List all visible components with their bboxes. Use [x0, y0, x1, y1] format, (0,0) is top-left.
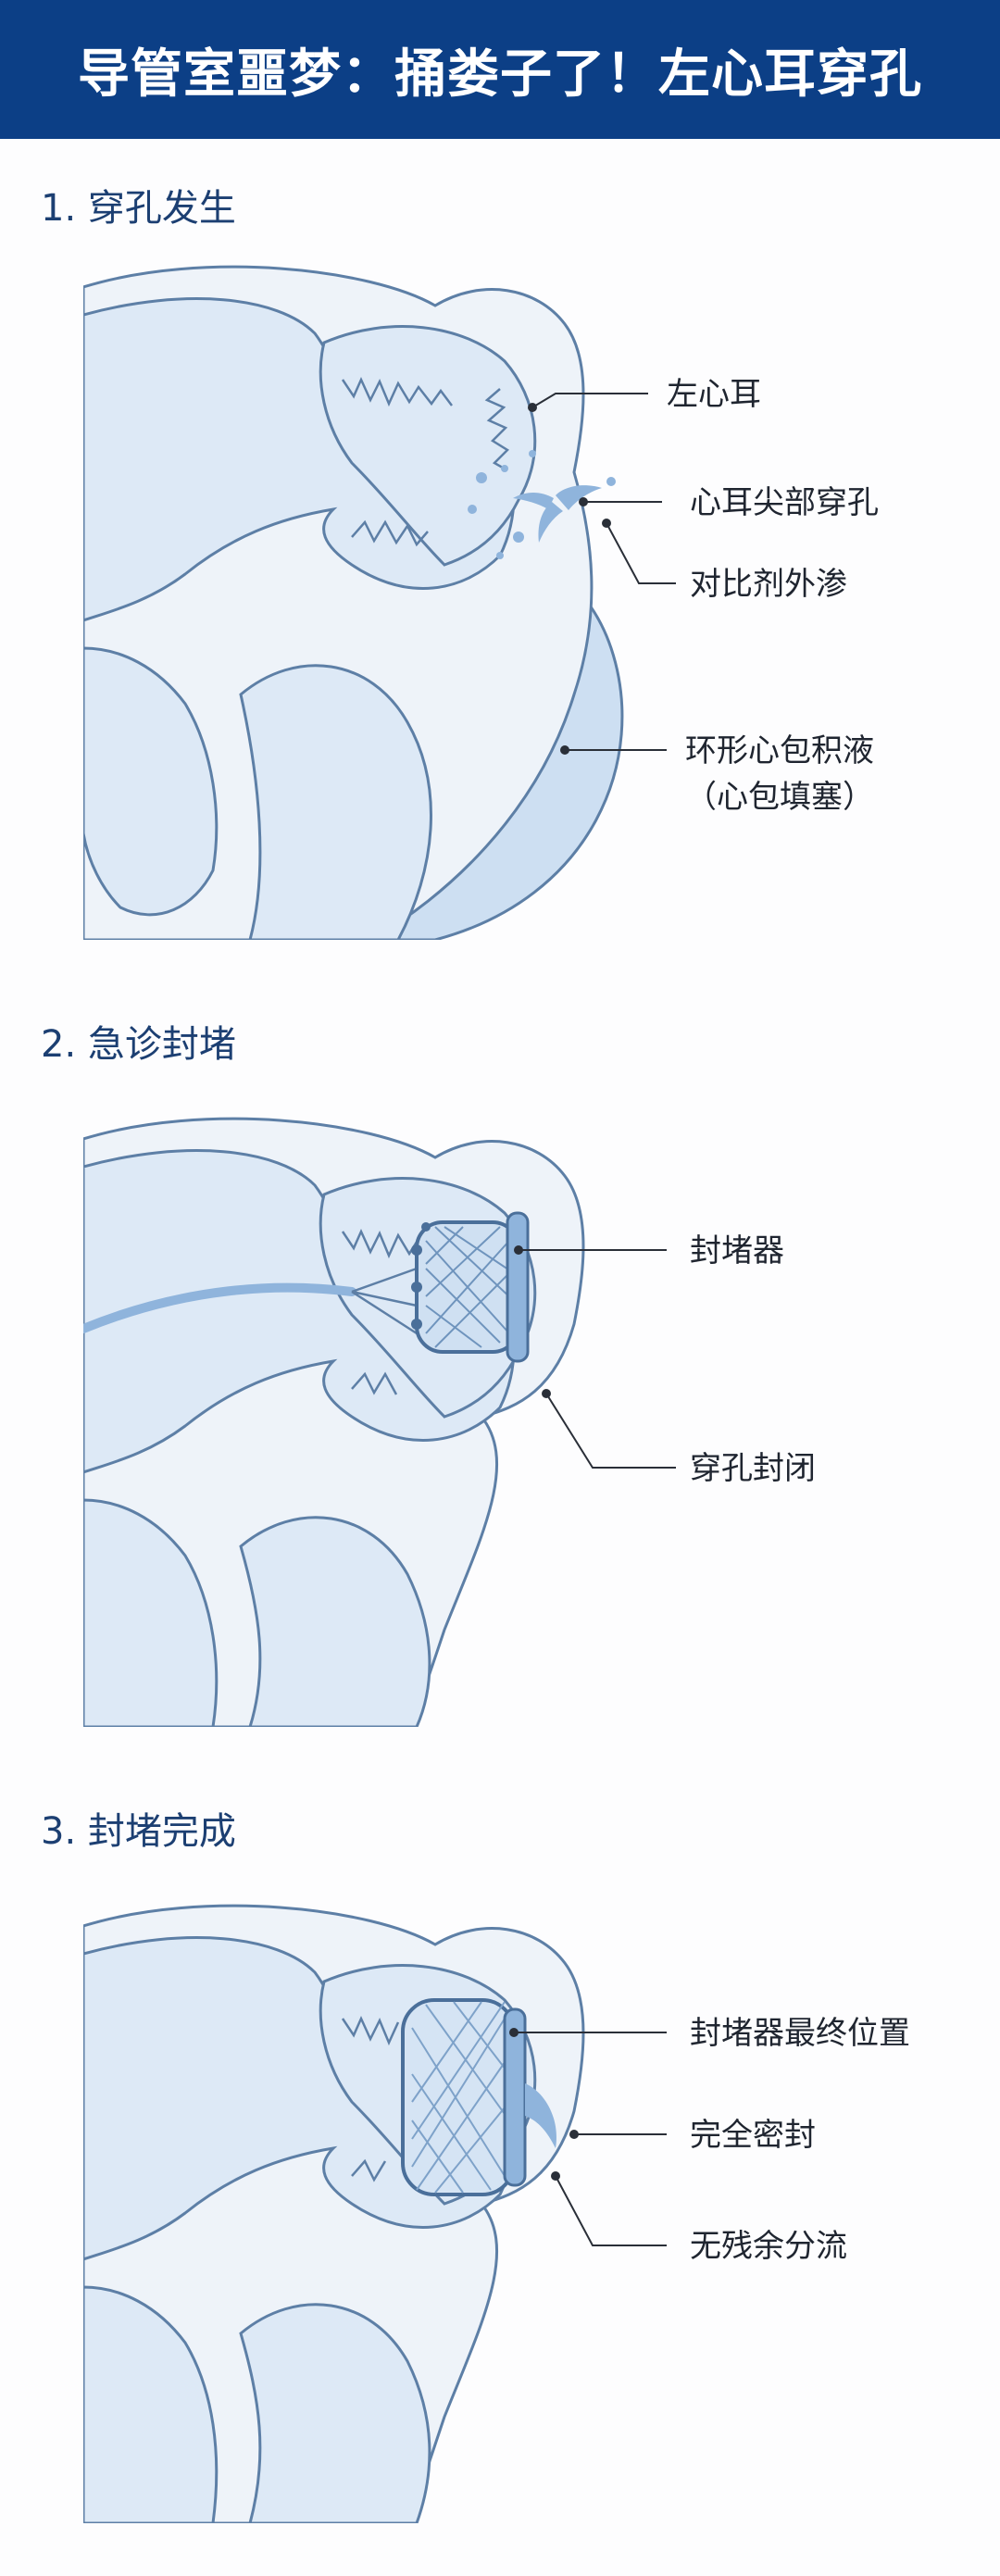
label-tip-perforation: 心耳尖部穿孔 — [690, 484, 879, 521]
left-ventricle — [83, 2285, 219, 2523]
label-perforation-sealed: 穿孔封闭 — [690, 1450, 816, 1487]
trabeculae — [341, 2015, 400, 2182]
section-3-heading: 3. 封堵完成 — [41, 1810, 236, 1853]
leader-seal — [569, 2130, 667, 2139]
leader-effusion — [560, 745, 667, 755]
occluder-device-final — [401, 1998, 556, 2196]
leader-leak — [602, 519, 676, 584]
leader-occluder — [514, 1245, 667, 1255]
title-banner: 导管室噩梦：捅娄子了！左心耳穿孔 — [0, 0, 1000, 139]
panel-emergency-occlusion: 封堵器 穿孔封闭 — [0, 1111, 1000, 1741]
left-atrium — [83, 1149, 516, 1474]
section-2-heading: 2. 急诊封堵 — [41, 1023, 236, 1066]
label-laa: 左心耳 — [667, 376, 761, 413]
panel-occlusion-complete: 封堵器最终位置 完全密封 无残余分流 — [0, 1898, 1000, 2565]
leader-final-position — [509, 2028, 667, 2037]
label-effusion: 环形心包积液 — [685, 732, 874, 769]
delivery-catheter — [83, 1282, 356, 1333]
label-no-residual-shunt: 无残余分流 — [690, 2228, 847, 2265]
label-occluder: 封堵器 — [690, 1232, 784, 1269]
label-contrast-leak: 对比剂外渗 — [690, 566, 847, 603]
label-tamponade: （心包填塞） — [685, 779, 874, 816]
left-ventricle — [83, 1498, 219, 1727]
right-chamber — [239, 1516, 431, 1727]
left-ventricle — [83, 646, 219, 917]
page-title: 导管室噩梦：捅娄子了！左心耳穿孔 — [78, 44, 922, 105]
right-chamber — [239, 664, 432, 940]
panel-perforation: 左心耳 心耳尖部穿孔 对比剂外渗 环形心包积液 （心包填塞） — [0, 259, 1000, 963]
occluder-device — [411, 1211, 530, 1363]
section-1-heading: 1. 穿孔发生 — [41, 187, 236, 230]
leader-tip — [579, 497, 662, 506]
laa-lumen — [319, 325, 537, 567]
leader-laa — [528, 393, 648, 412]
label-final-position: 封堵器最终位置 — [690, 2015, 910, 2052]
left-atrium — [83, 297, 516, 622]
contrast-leak — [468, 450, 616, 559]
trabeculae — [341, 376, 509, 547]
leader-no-leak — [551, 2171, 667, 2246]
label-complete-seal: 完全密封 — [690, 2117, 816, 2154]
leader-sealed — [542, 1389, 676, 1469]
right-chamber — [239, 2303, 431, 2523]
